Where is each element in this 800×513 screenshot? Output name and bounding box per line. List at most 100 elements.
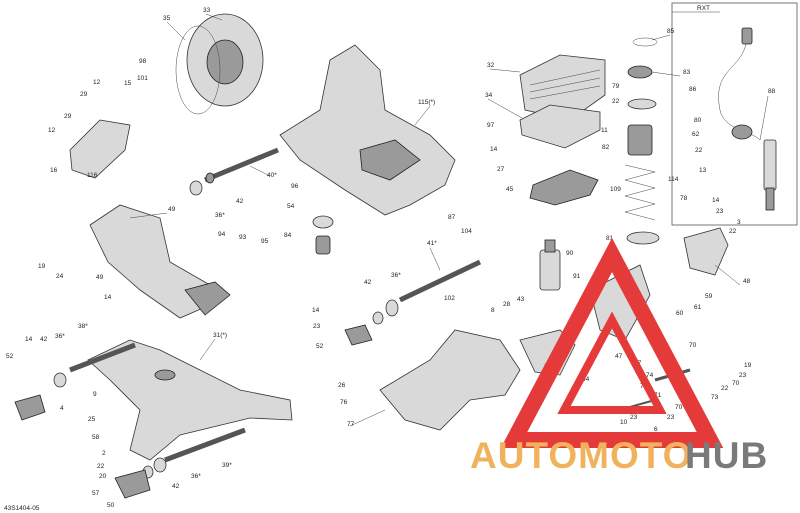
callout-label: 23 (313, 323, 321, 330)
callout-label: 23 (716, 208, 724, 215)
reservoir-shock (718, 27, 777, 211)
callout-label: 54 (287, 203, 295, 210)
callout-label: 85 (667, 28, 675, 35)
callout-label: 84 (284, 232, 292, 239)
callout-label: 35 (163, 15, 171, 22)
callout-label: 22 (97, 463, 105, 470)
callout-label: 28 (503, 301, 511, 308)
callout-label: 33 (203, 7, 211, 14)
callout-label: 20 (99, 473, 107, 480)
watermark-text-left: AUTOMOTO (470, 435, 692, 476)
callout-label: 44 (582, 376, 590, 383)
callout-label: 96 (291, 183, 299, 190)
callout-label: 31(*) (213, 332, 227, 339)
callout-label: 39* (222, 462, 232, 469)
callout-label: 74 (646, 372, 654, 379)
callout-label: 80 (694, 117, 702, 124)
callout-label: 15 (124, 80, 132, 87)
callout-label: 94 (218, 231, 226, 238)
callout-label: 36* (55, 333, 65, 340)
callout-label: 43 (517, 296, 525, 303)
callout-label: 70 (675, 404, 683, 411)
callout-label: 2 (102, 450, 106, 457)
callout-label: 61 (694, 304, 702, 311)
callout-label: 71 (654, 392, 662, 399)
callout-label: 36* (215, 212, 225, 219)
callout-label: 23 (739, 372, 747, 379)
rxt-inset-box (671, 2, 798, 226)
callout-label: 29 (80, 91, 88, 98)
shock-91 (539, 249, 561, 291)
callout-label: 98 (139, 58, 147, 65)
callout-label: 52 (6, 353, 14, 360)
callout-label: 57 (92, 490, 100, 497)
callout-label: 42 (236, 198, 244, 205)
callout-label: 49 (168, 206, 176, 213)
callout-label: 22 (695, 147, 703, 154)
callout-label: 91 (573, 273, 581, 280)
callout-label: 82 (602, 144, 610, 151)
callout-label: 50 (107, 502, 115, 509)
callout-label: 32 (487, 62, 495, 69)
callout-label: 41* (427, 240, 437, 247)
callout-label: 48 (743, 278, 751, 285)
bracket-casting (69, 119, 131, 179)
callout-label: 22 (729, 228, 737, 235)
callout-label: 8 (491, 307, 495, 314)
center-casting (379, 329, 521, 431)
cover-disk (186, 13, 264, 107)
shaft-41 (398, 259, 482, 303)
callout-label: 76 (340, 399, 348, 406)
callout-label: 24 (56, 273, 64, 280)
callout-label: 47 (615, 353, 623, 360)
callout-label: 4 (60, 405, 64, 412)
callout-label: 88 (768, 88, 776, 95)
bracket-48 (683, 227, 729, 276)
callout-label: 14 (712, 197, 720, 204)
callout-label: 70 (732, 380, 740, 387)
callout-label: 87 (448, 214, 456, 221)
callout-label: 14 (312, 307, 320, 314)
callout-label: 95 (261, 238, 269, 245)
callout-label: 16 (50, 167, 58, 174)
callout-label: 3 (737, 219, 741, 226)
inset-label: RXT (697, 5, 710, 12)
callout-label: 6 (654, 426, 658, 433)
watermark-logo (500, 237, 724, 448)
callout-label: 34 (485, 92, 493, 99)
callout-label: 23 (667, 414, 675, 421)
slide-49 (89, 204, 211, 319)
callout-label: 115(*) (418, 99, 435, 106)
callout-label: 11 (601, 127, 608, 134)
callout-label: 90 (566, 250, 574, 257)
diagram-code: 43S1404-05 (4, 505, 40, 512)
part-82 (627, 124, 653, 156)
callout-label: 114 (668, 176, 679, 183)
gasket-34 (519, 104, 601, 149)
callout-label: 10 (620, 419, 628, 426)
part-45 (529, 169, 599, 206)
callout-label: 116 (87, 172, 98, 179)
callout-label: 73 (711, 394, 719, 401)
callout-label: 78 (680, 195, 688, 202)
lower-arm-31 (87, 339, 293, 461)
gearbox-32 (519, 54, 606, 121)
callout-label: 9 (93, 391, 97, 398)
callout-label: 70 (689, 342, 697, 349)
callout-label: 26 (338, 382, 346, 389)
callout-label: 19 (38, 263, 46, 270)
callout-label: 40* (267, 172, 277, 179)
callout-label: 27 (497, 166, 505, 173)
spring-114 (624, 164, 656, 221)
callout-label: 45 (506, 186, 514, 193)
callout-label: 52 (316, 343, 324, 350)
shaft-40 (204, 147, 279, 183)
callout-labels: 333598101151229291216116115(*)40*4236*96… (6, 7, 776, 509)
watermark-text-right: HUB (685, 435, 768, 476)
callout-label: 36* (191, 473, 201, 480)
callout-label: 23 (630, 414, 638, 421)
main-frame (279, 44, 456, 216)
callout-label: 42 (172, 483, 180, 490)
